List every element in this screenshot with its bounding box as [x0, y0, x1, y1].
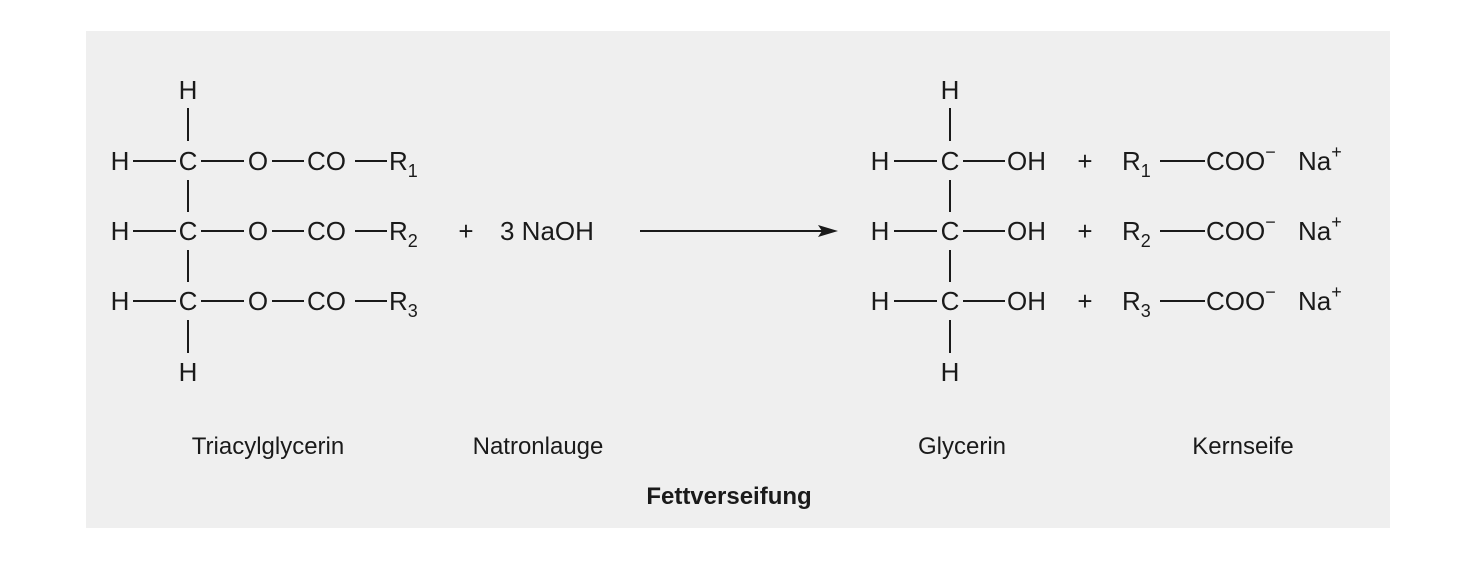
tg-row3-h: H [111, 286, 130, 316]
gly-row3-h: H [871, 286, 890, 316]
label-natronlauge: Natronlauge [473, 433, 604, 460]
soap-row1-plus: + [1077, 146, 1092, 176]
gly-row1-oh: OH [1007, 146, 1046, 176]
gly-row1-c: C [941, 146, 960, 176]
tg-row3-co: CO [307, 286, 346, 316]
soap-row2-coo: COO− [1206, 212, 1276, 246]
tg-row1-h: H [111, 146, 130, 176]
soap-row2-plus: + [1077, 216, 1092, 246]
tg-row1-c: C [179, 146, 198, 176]
soap-row3-r: R3 [1122, 286, 1151, 321]
tg-top-h: H [179, 75, 198, 105]
tg-row1-r: R1 [389, 146, 418, 181]
tg-bottom-h: H [179, 357, 198, 387]
tg-row3-c: C [179, 286, 198, 316]
plus-sign-reactants: + [458, 216, 473, 246]
glycerin-structure: H H C OH H C OH H C OH H [871, 75, 1046, 387]
soap-row3-coo: COO− [1206, 282, 1276, 316]
label-triacylglycerin: Triacylglycerin [192, 433, 344, 460]
soap-structure: + R1 COO− Na+ + R2 COO− Na+ + R3 COO− Na… [1077, 142, 1341, 321]
tg-row1-o: O [248, 146, 268, 176]
tg-row2-h: H [111, 216, 130, 246]
soap-row2-r: R2 [1122, 216, 1151, 251]
label-glycerin: Glycerin [918, 433, 1006, 460]
gly-bottom-h: H [941, 357, 960, 387]
naoh-formula: 3 NaOH [500, 216, 594, 246]
diagram-title: Fettverseifung [646, 483, 811, 510]
gly-row3-c: C [941, 286, 960, 316]
gly-row1-h: H [871, 146, 890, 176]
gly-row3-oh: OH [1007, 286, 1046, 316]
tg-row3-r: R3 [389, 286, 418, 321]
diagram-panel [86, 31, 1390, 528]
gly-row2-h: H [871, 216, 890, 246]
tg-row2-c: C [179, 216, 198, 246]
gly-row2-oh: OH [1007, 216, 1046, 246]
reaction-arrow [640, 225, 838, 237]
tg-row1-co: CO [307, 146, 346, 176]
soap-row3-plus: + [1077, 286, 1092, 316]
gly-top-h: H [941, 75, 960, 105]
tg-row3-o: O [248, 286, 268, 316]
soap-row1-na: Na+ [1298, 142, 1342, 176]
soap-row3-na: Na+ [1298, 282, 1342, 316]
soap-row1-r: R1 [1122, 146, 1151, 181]
tg-row2-o: O [248, 216, 268, 246]
tg-row2-co: CO [307, 216, 346, 246]
soap-row1-coo: COO− [1206, 142, 1276, 176]
soap-row2-na: Na+ [1298, 212, 1342, 246]
tg-row2-r: R2 [389, 216, 418, 251]
label-kernseife: Kernseife [1192, 433, 1293, 460]
triacylglycerin-structure: H H C O CO R1 H C O CO R2 H C O CO R3 [111, 75, 418, 387]
gly-row2-c: C [941, 216, 960, 246]
